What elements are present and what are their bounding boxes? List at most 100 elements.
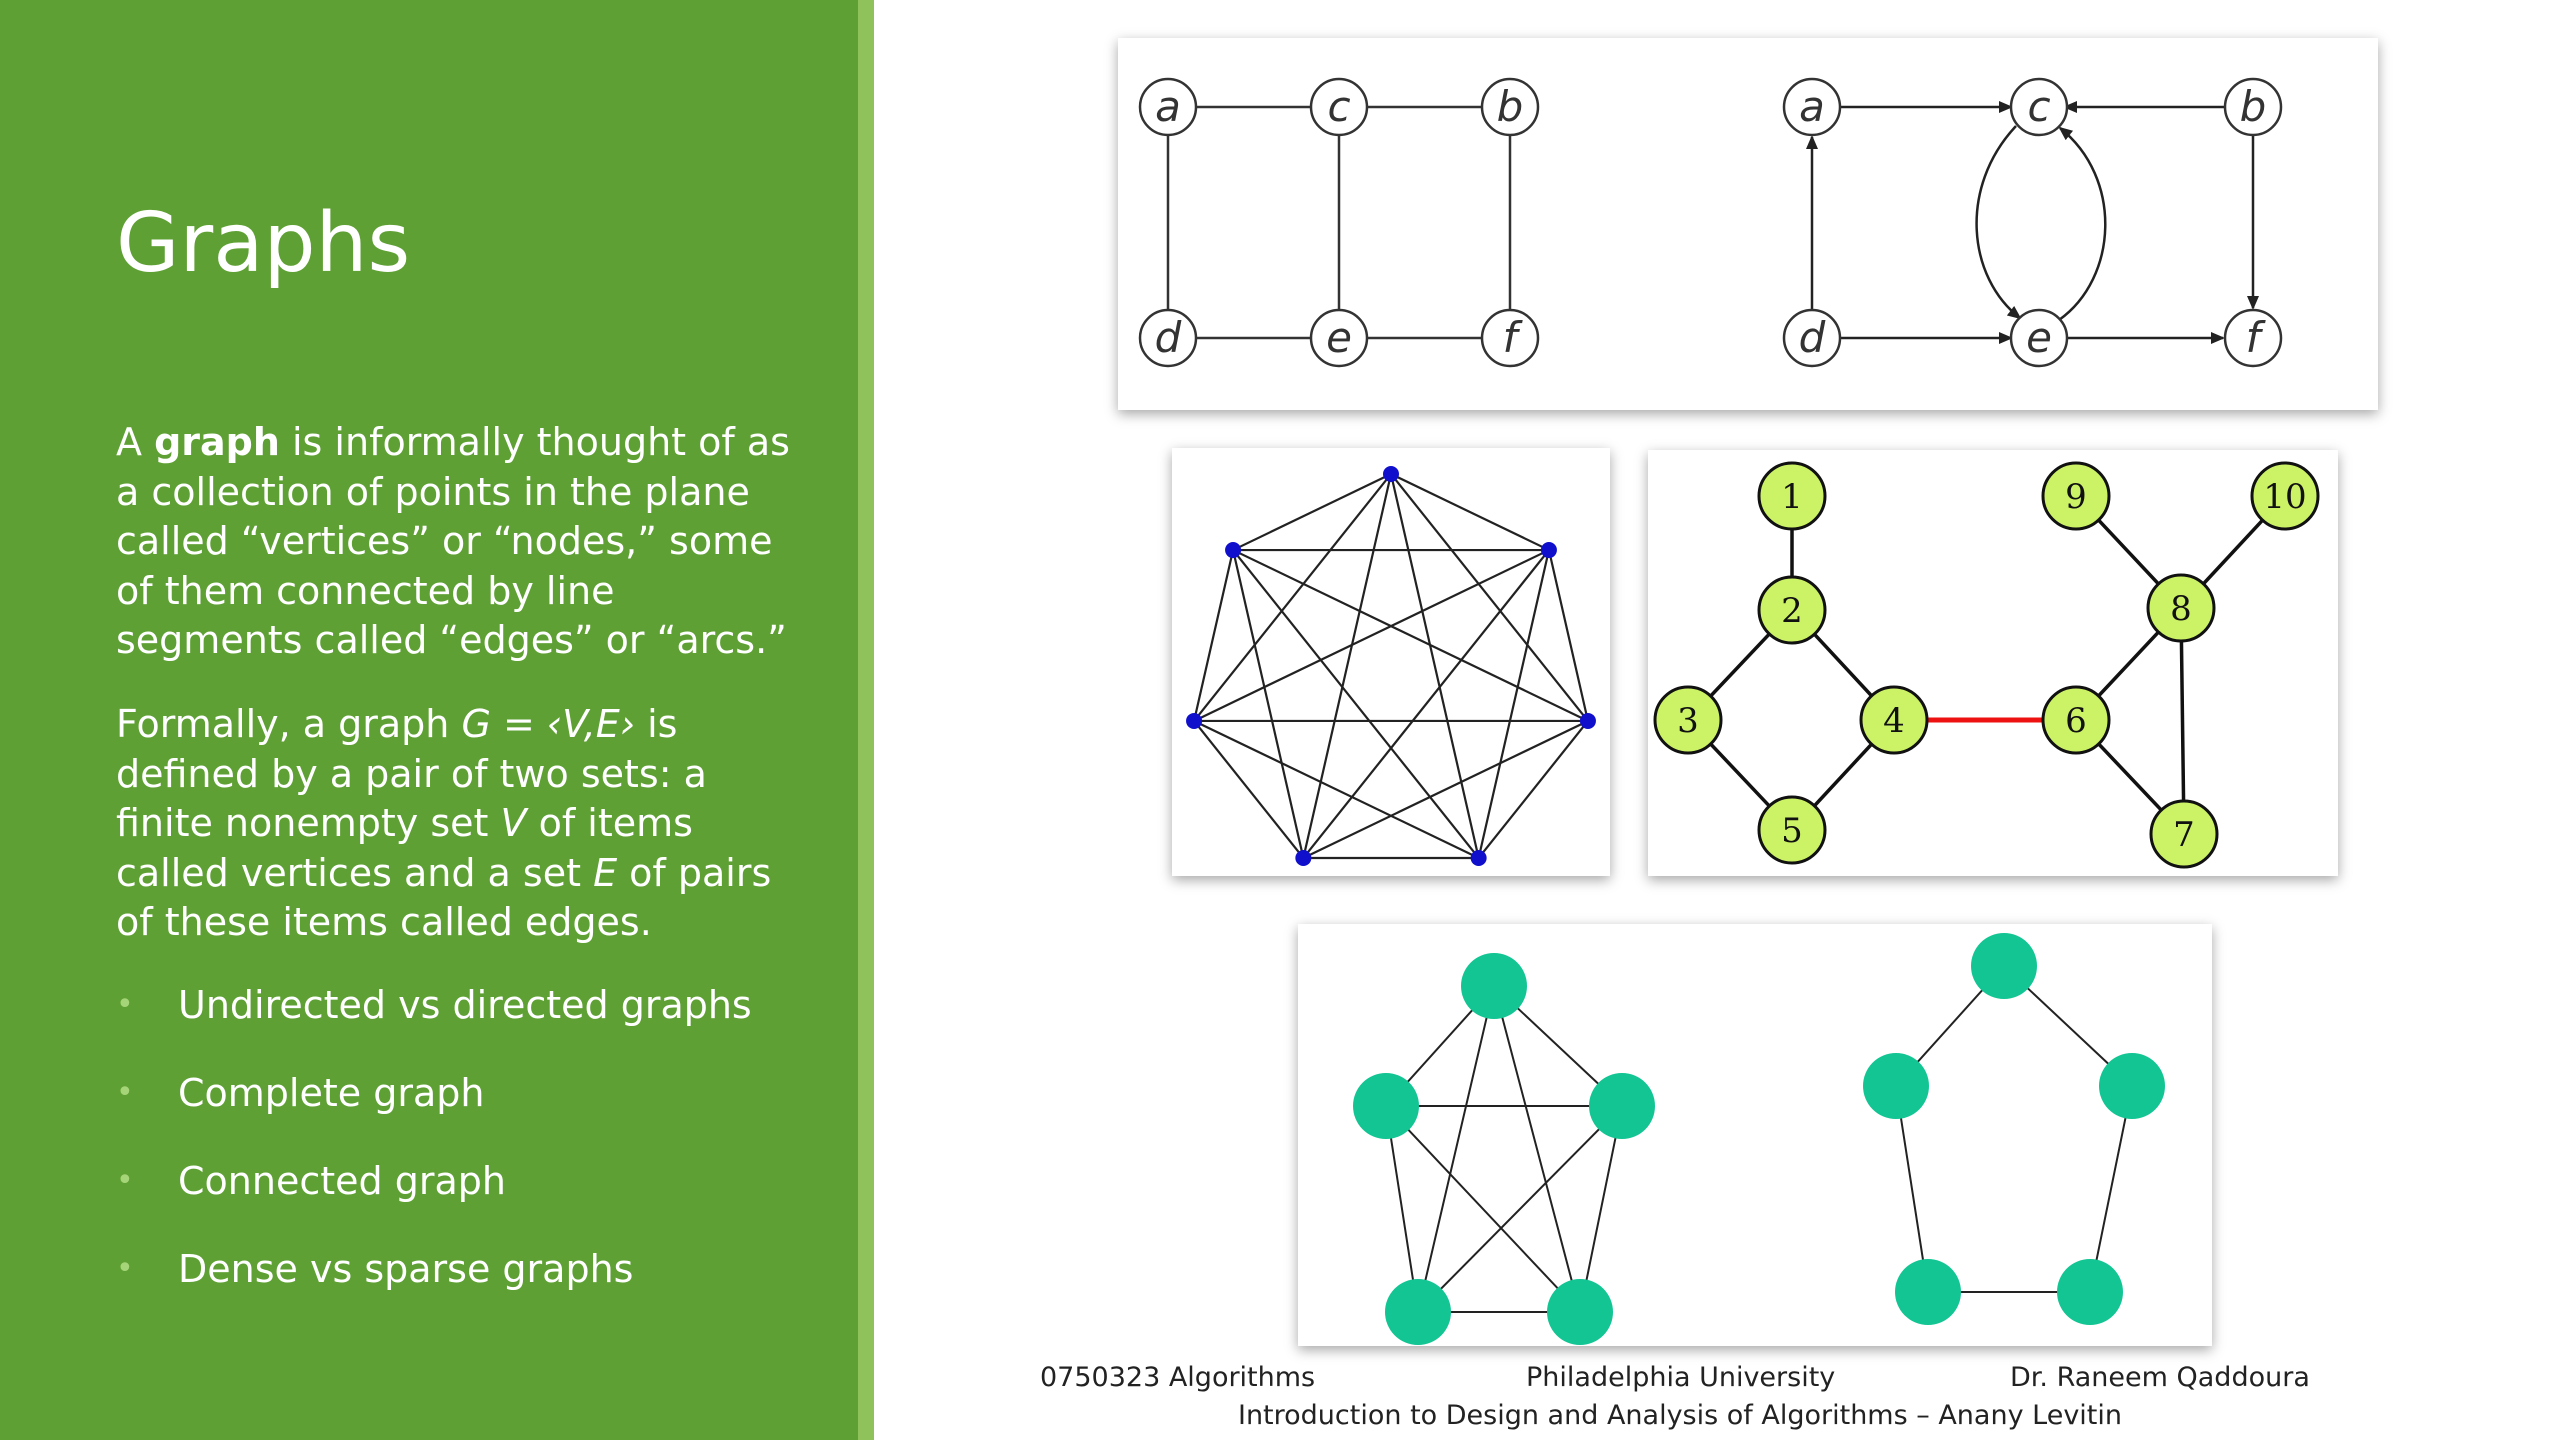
complete-graph-edge <box>1232 549 1480 859</box>
para2-text-3: of items called vertices and a set <box>116 801 693 895</box>
arc-e-c <box>2058 126 2107 322</box>
vertex-label: c <box>2027 82 2050 131</box>
para2-italic-2: V <box>500 801 527 845</box>
bullet-text: Dense vs sparse graphs <box>178 1247 634 1291</box>
complete-graph-edge <box>1193 549 1550 722</box>
vertex-d <box>1138 308 1198 368</box>
vertex <box>1353 1073 1419 1139</box>
vertex-3 <box>1653 685 1723 755</box>
para2-text-4: of pairs of these items called edges. <box>116 850 772 945</box>
vertex <box>2057 1259 2123 1325</box>
footer-author: Dr. Raneem Qaddoura <box>2010 1362 2310 1393</box>
bullet-list: • Undirected vs directed graphs •Complete… <box>116 980 752 1332</box>
vertex-a <box>1782 77 1842 137</box>
left-panel-accent-strip <box>858 0 874 1440</box>
vertex-label: 8 <box>2170 589 2192 629</box>
bullet-item: •Complete graph <box>116 1068 752 1156</box>
bullet-dot-icon: • <box>116 987 134 1022</box>
vertex-label: d <box>1155 313 1182 362</box>
vertex-label: b <box>1497 82 1524 131</box>
complete-graph-edge <box>1390 473 1550 552</box>
edge <box>1385 1105 1419 1313</box>
vertex-c <box>2009 77 2069 137</box>
vertex-label: 1 <box>1781 477 1803 517</box>
para2-text-1: Formally, a graph <box>116 702 462 746</box>
vertex-label: a <box>1799 82 1825 131</box>
para2-text-2: is defined by a pair of two sets: a fini… <box>116 702 707 845</box>
complete-graph-edge <box>1193 719 1480 859</box>
connected-graph-vertices <box>1653 461 2320 869</box>
connected-graph-svg: 1 2 3 4 5 9 10 8 6 7 <box>1653 461 2320 869</box>
vertex-c <box>1309 77 1369 137</box>
bullet-text: Undirected vs directed graphs <box>178 983 752 1027</box>
vertex-8 <box>2146 573 2216 643</box>
vertex-label: 10 <box>2263 477 2306 517</box>
complete-graph-figure <box>1172 448 1610 876</box>
undirected-nodes: a c b d e f <box>1138 77 1540 368</box>
complete-graph-edge <box>1302 549 1550 859</box>
vertex-label: e <box>2026 313 2052 362</box>
vertex <box>1385 1279 1451 1345</box>
connected-graph-edges <box>1686 494 2287 836</box>
sparse-graph-vertices <box>1863 933 2165 1325</box>
complete-graph-svg <box>1186 466 1596 866</box>
edge <box>1417 1105 1623 1313</box>
para1-text-post: is informally thought of as a collection… <box>116 420 790 662</box>
vertex-e <box>1309 308 1369 368</box>
bullet-dot-icon: • <box>116 1075 134 1110</box>
sparse-graph-edges <box>1895 965 2133 1293</box>
vertex <box>1589 1073 1655 1139</box>
complete-graph-edge <box>1477 549 1551 859</box>
vertex-label: 3 <box>1677 701 1699 741</box>
complete-graph-vertex <box>1383 466 1399 482</box>
vertex-10 <box>2250 461 2320 531</box>
bullet-item: • Undirected vs directed graphs <box>116 980 752 1068</box>
complete-graph-vertex <box>1186 712 1203 729</box>
vertex-label: 7 <box>2173 815 2195 855</box>
vertex-label: b <box>2240 82 2267 131</box>
complete-graph-edge <box>1232 473 1392 552</box>
complete-graph-vertex <box>1470 849 1487 866</box>
complete-graph-edge <box>1192 549 1235 722</box>
vertex-f <box>2223 308 2283 368</box>
vertex-label: c <box>1327 82 1350 131</box>
dense-graph-vertices <box>1353 953 1655 1345</box>
vertex <box>1461 953 1527 1019</box>
arc-c-e <box>1975 125 2022 320</box>
graph-formal-definition: Formally, a graph G = ‹V,E› is defined b… <box>116 700 796 948</box>
footer-course: 0750323 Algorithms <box>1040 1362 1316 1393</box>
vertex <box>2099 1053 2165 1119</box>
bullet-item: • Dense vs sparse graphs <box>116 1244 752 1332</box>
vertex-b <box>1480 77 1540 137</box>
complete-graph-edges <box>1192 473 1590 860</box>
complete-graph-edge <box>1193 720 1305 859</box>
vertex-d <box>1782 308 1842 368</box>
complete-graph-edge <box>1547 549 1590 722</box>
vertex-e <box>2009 308 2069 368</box>
complete-graph-vertex <box>1295 849 1312 866</box>
footer-book: Introduction to Design and Analysis of A… <box>1237 1400 2122 1431</box>
vertex-f <box>1480 308 1540 368</box>
complete-graph-edge <box>1193 473 1392 722</box>
directed-nodes: a c b d e f <box>1782 77 2283 368</box>
para1-bold-term: graph <box>154 420 280 464</box>
para2-italic-3: E <box>593 850 618 895</box>
dense-sparse-graphs-svg <box>1353 933 2165 1345</box>
directed-edges <box>1806 101 2259 344</box>
vertex <box>1547 1279 1613 1345</box>
undirected-directed-graphs-figure: a c b d e f <box>1118 38 2378 410</box>
vertex-6 <box>2041 685 2111 755</box>
vertex <box>1895 1259 1961 1325</box>
complete-graph-vertices <box>1186 466 1596 866</box>
complete-graph-edge <box>1302 473 1393 859</box>
vertex-4 <box>1859 685 1929 755</box>
vertex-9 <box>2041 461 2111 531</box>
para1-text-pre: A <box>116 420 155 464</box>
bullet-dot-icon: • <box>116 1251 134 1286</box>
connected-graph-labels: 1 2 3 4 5 9 10 8 6 7 <box>1677 477 2306 855</box>
undirected-directed-graphs-svg: a c b d e f <box>1138 77 2283 368</box>
bullet-item: •Connected graph <box>116 1156 752 1244</box>
edge <box>1895 1085 1929 1293</box>
vertex-label: 4 <box>1883 701 1905 741</box>
vertex-label: e <box>1326 313 1352 362</box>
